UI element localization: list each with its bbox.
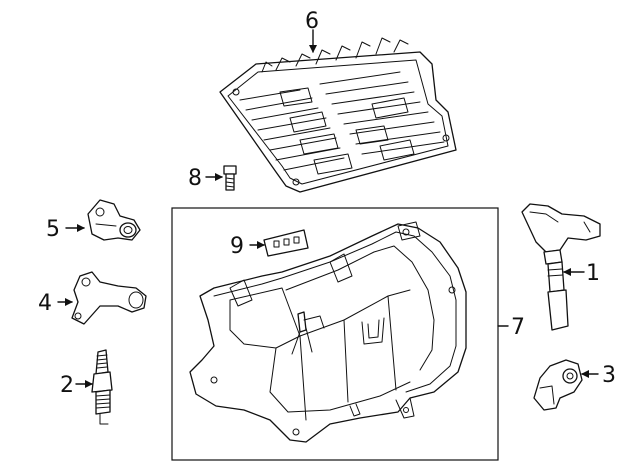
- clip[interactable]: [263, 229, 309, 257]
- engine-control-module[interactable]: [219, 37, 457, 193]
- leader-lines: [57, 29, 599, 388]
- crankshaft-sensor[interactable]: [71, 271, 147, 325]
- callout-7: 7: [511, 315, 525, 340]
- callout-4: 4: [38, 291, 52, 316]
- callout-3: 3: [602, 363, 616, 388]
- knock-sensor[interactable]: [533, 359, 583, 411]
- camshaft-sensor[interactable]: [87, 199, 141, 241]
- spark-plug[interactable]: [91, 349, 113, 425]
- ignition-coil[interactable]: [521, 203, 601, 331]
- callout-9: 9: [230, 234, 244, 259]
- callout-2: 2: [60, 373, 74, 398]
- callout-1: 1: [586, 261, 600, 286]
- callout-6: 6: [305, 9, 319, 34]
- callout-8: 8: [188, 166, 202, 191]
- ecm-bolt[interactable]: [223, 165, 237, 191]
- part-7-frame: [171, 207, 499, 461]
- ecm-bracket[interactable]: [189, 221, 467, 443]
- callout-5: 5: [46, 217, 60, 242]
